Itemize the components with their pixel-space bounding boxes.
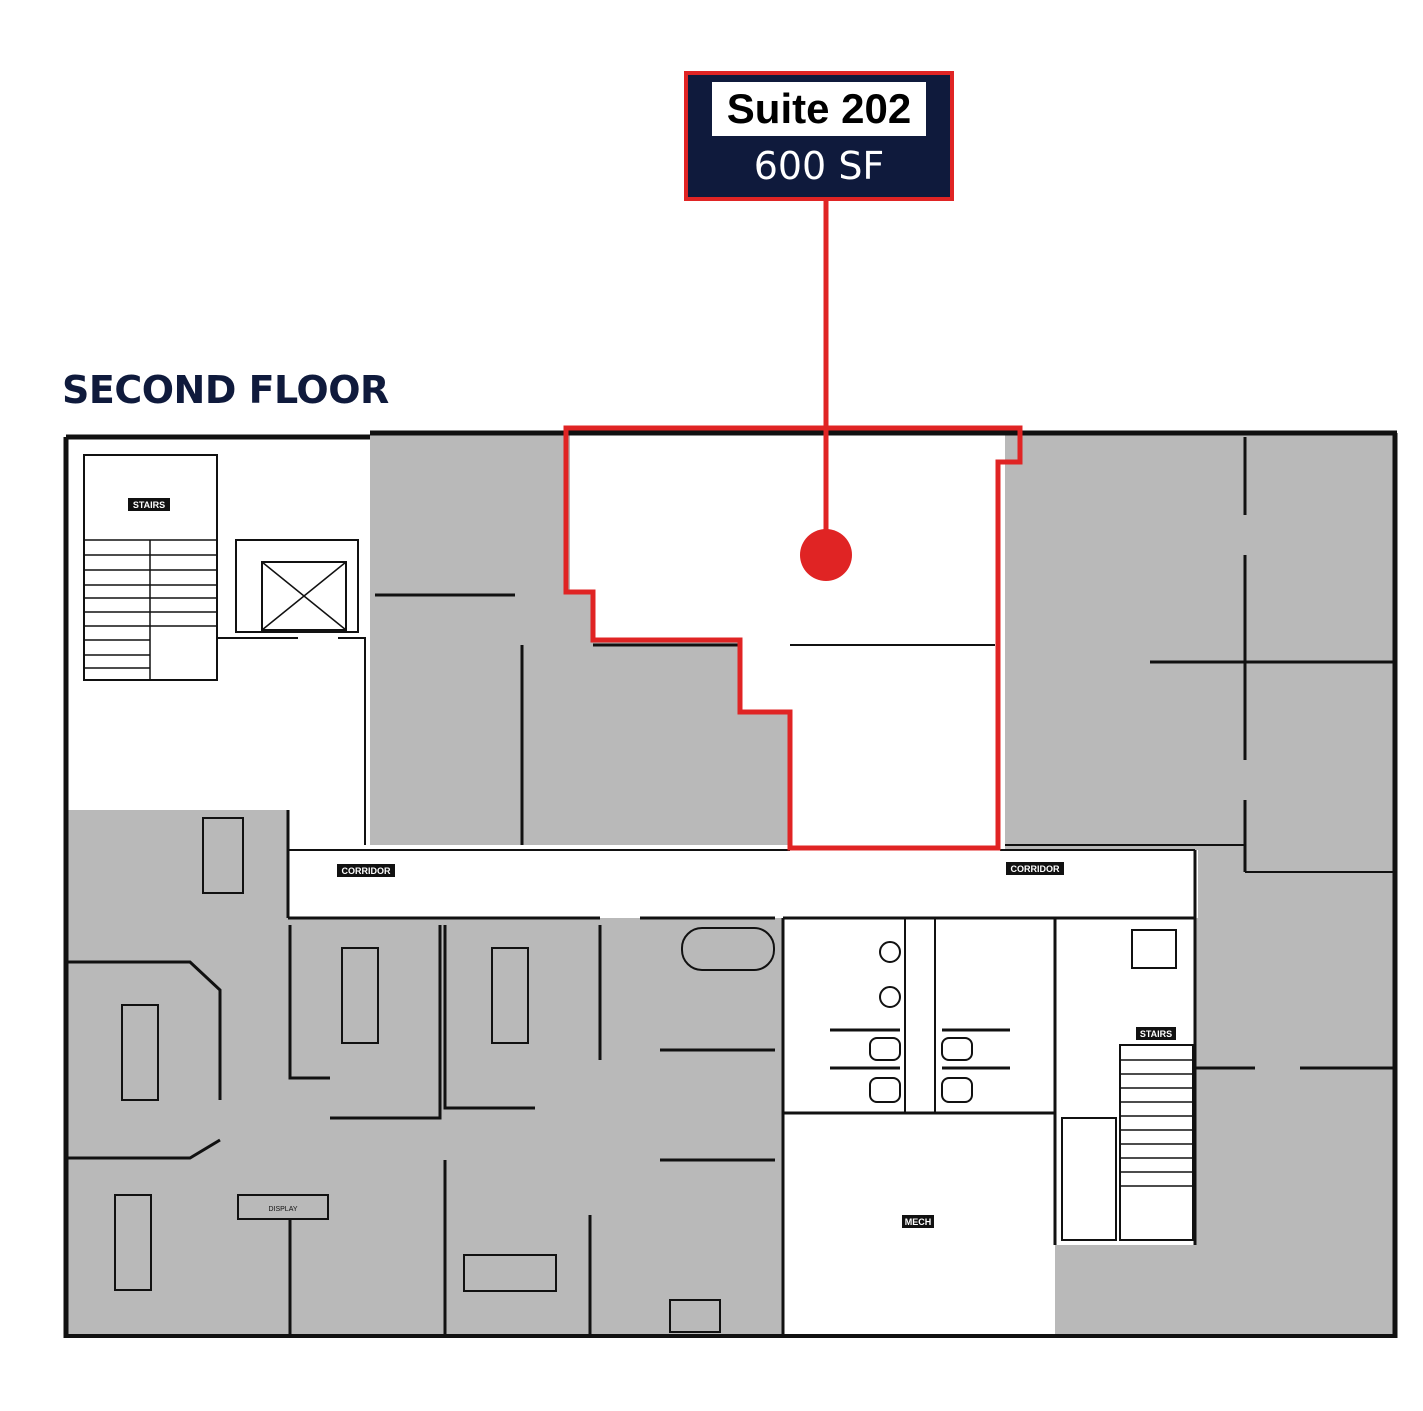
suite-callout[interactable]: Suite 202 600 SF [684,71,954,201]
white-zones [288,850,1198,1335]
stairs-east-label: STAIRS [1140,1029,1172,1039]
suite-label: Suite 202 [712,82,926,136]
suite-location-marker [800,529,852,581]
interior-walls [68,437,1395,1335]
corridor-west-label: CORRIDOR [342,866,391,876]
mech-label: MECH [905,1217,932,1227]
floor-title: SECOND FLOOR [62,368,389,412]
display-label: DISPLAY [268,1206,297,1213]
building-walls [63,430,1398,1338]
callout-background: Suite 202 600 SF [688,75,950,197]
stairs-west-label: STAIRS [133,500,165,510]
suite-202-outline[interactable] [563,200,1023,851]
suite-area: 600 SF [753,144,885,188]
room-labels: STAIRS CORRIDOR CORRIDOR STAIRS MECH DIS… [128,498,1176,1228]
corridor-east-label: CORRIDOR [1011,864,1060,874]
